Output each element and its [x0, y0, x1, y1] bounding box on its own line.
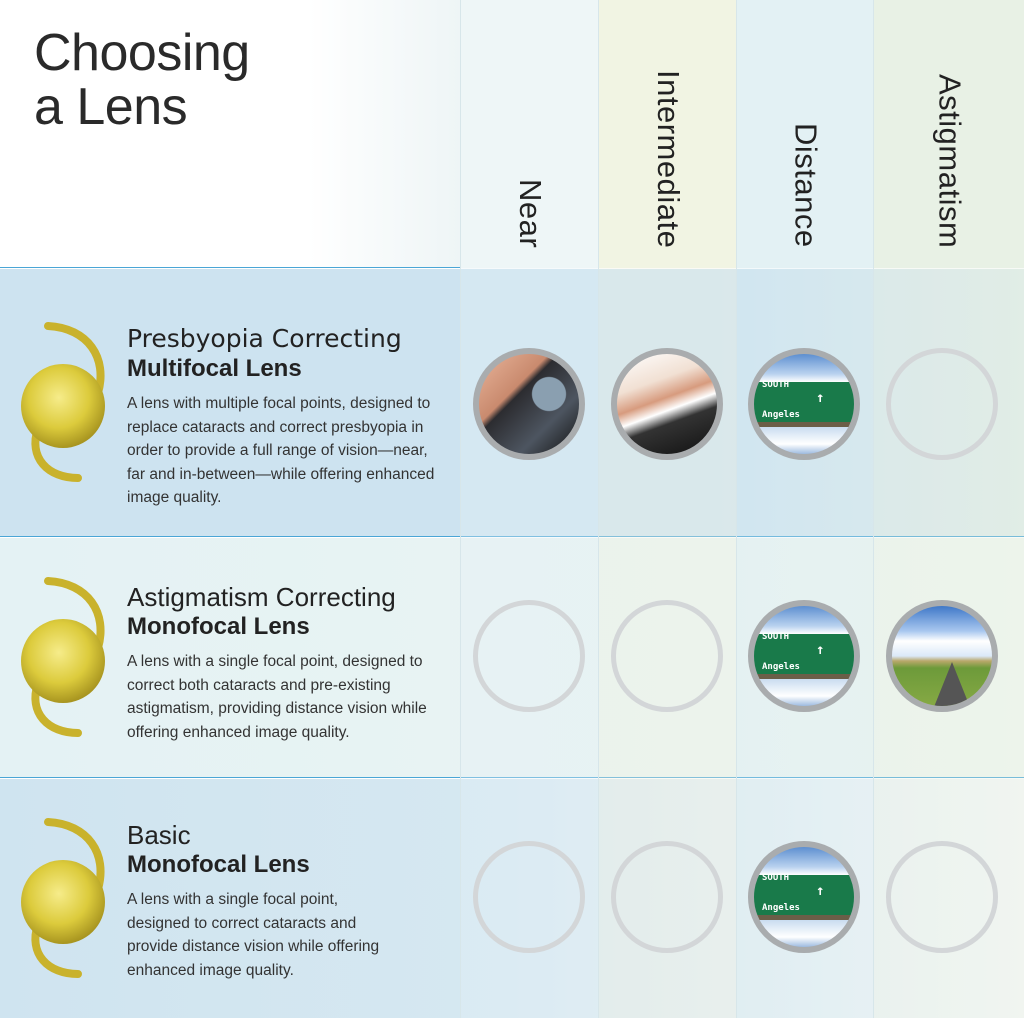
- typing-photo-circle: [611, 348, 723, 460]
- lens-title: Astigmatism Correcting: [127, 582, 396, 612]
- lens-description: A lens with a single focal point, design…: [127, 653, 427, 741]
- intraocular-lens-image: [18, 814, 108, 984]
- empty-circle: [611, 840, 723, 953]
- sign-text: SOUTH: [762, 632, 790, 642]
- phone-photo-circle: [473, 348, 585, 460]
- column-header: Astigmatism: [932, 73, 968, 248]
- empty-circle: [886, 348, 998, 460]
- intraocular-lens-image: [18, 318, 108, 488]
- column-near: Near: [460, 0, 599, 1018]
- road-photo-circle: [886, 600, 998, 712]
- empty-circle: [473, 840, 585, 953]
- sign-text: Angeles: [762, 662, 800, 672]
- column-header: Intermediate: [651, 69, 686, 248]
- column-header: Distance: [788, 123, 824, 248]
- lens-title: Presbyopia Correcting: [127, 324, 402, 353]
- empty-circle: [473, 600, 585, 712]
- lens-type: Multifocal Lens: [127, 355, 302, 382]
- lens-description: A lens with a single focal point, design…: [127, 891, 380, 979]
- sign-text: SOUTH: [762, 872, 790, 883]
- sign-text: SOUTH: [762, 380, 790, 390]
- lens-title: Basic: [127, 820, 191, 850]
- column-header: Near: [513, 178, 548, 248]
- empty-circle: [886, 840, 998, 953]
- column-astigmatism: Astigmatism: [873, 0, 1024, 1018]
- lens-description: A lens with multiple focal points, desig…: [127, 395, 435, 506]
- lens-type: Monofocal Lens: [127, 851, 310, 878]
- sign-text: Angeles: [762, 902, 800, 913]
- lens-type: Monofocal Lens: [127, 613, 310, 640]
- intraocular-lens-image: [18, 573, 108, 743]
- sign-text: Angeles: [762, 410, 800, 420]
- empty-circle: [611, 600, 723, 712]
